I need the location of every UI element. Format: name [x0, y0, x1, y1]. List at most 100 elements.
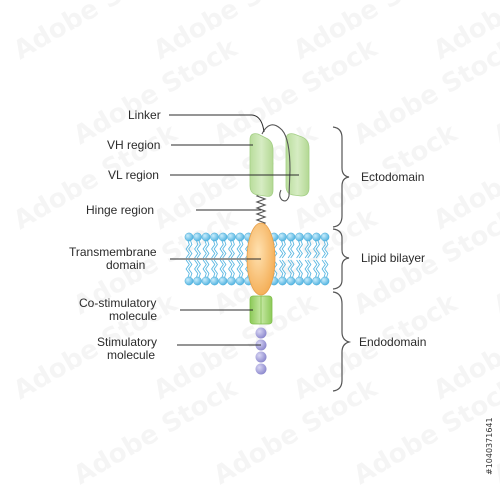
lipid-tail: [228, 239, 233, 259]
lipid-head: [193, 232, 202, 242]
lipid-tail: [194, 239, 199, 259]
lipid-tail: [304, 259, 309, 279]
region-endodomain: Endodomain: [359, 335, 426, 349]
leader-lines: [169, 114, 299, 346]
vh-region-shape: [249, 133, 274, 197]
lipid-head: [227, 232, 236, 242]
lipid-head: [210, 276, 219, 286]
lipid-head: [210, 232, 219, 242]
lipid-tail: [236, 239, 241, 259]
stimulatory-molecule-beads: [255, 327, 267, 375]
linker-leader: [169, 114, 265, 133]
label-vl-region: VL region: [108, 168, 159, 182]
lipid-head: [320, 232, 330, 242]
lipid-head: [218, 276, 228, 286]
region-lipid-bilayer: Lipid bilayer: [361, 251, 425, 265]
bead: [255, 351, 267, 363]
lipid-tail: [296, 259, 301, 279]
lipid-tail: [315, 239, 320, 259]
lipid-tail: [315, 259, 320, 279]
lipid-tail: [213, 239, 218, 259]
lipid-tail: [279, 259, 284, 279]
lipid-tail: [194, 259, 199, 279]
lipid-tail: [279, 239, 284, 259]
lipid-tail: [219, 239, 224, 259]
ectodomain-brace: [332, 126, 350, 228]
lipid-head: [286, 276, 296, 286]
lipid-tail: [185, 239, 190, 259]
lipid-tail: [211, 259, 216, 279]
label-stim-1: Stimulatory: [97, 335, 157, 349]
lipid-tail: [196, 259, 201, 279]
lipid-bilayer-brace: [332, 228, 350, 290]
lipid-tail: [290, 239, 295, 259]
lipid-tail: [202, 239, 207, 259]
lipid-tail: [219, 259, 224, 279]
lipid-head: [295, 232, 304, 242]
label-linker: Linker: [128, 108, 161, 122]
lipid-tail: [296, 239, 301, 259]
lipid-head: [235, 276, 245, 286]
lipid-head: [184, 232, 194, 242]
lipid-head: [312, 232, 321, 242]
lipid-tail: [287, 259, 292, 279]
lipid-head: [184, 276, 194, 286]
label-hinge-region: Hinge region: [86, 203, 154, 217]
lipid-head: [320, 276, 330, 286]
label-costim-2: molecule: [109, 309, 157, 323]
lipid-head: [303, 232, 313, 242]
lipid-head: [295, 276, 304, 286]
lipid-tail: [211, 239, 216, 259]
lipid-head: [303, 276, 313, 286]
label-transmembrane-1: Transmembrane: [69, 245, 157, 259]
lipid-tail: [307, 239, 312, 259]
lipid-tail: [188, 259, 193, 279]
lipid-tail: [324, 259, 329, 279]
lipid-tail: [205, 259, 210, 279]
lipid-tail: [313, 239, 318, 259]
stock-id: #1040371641: [485, 417, 494, 475]
lipid-tail: [281, 239, 286, 259]
lipid-tail: [287, 239, 292, 259]
lipid-tail: [281, 259, 286, 279]
lipid-tail: [298, 239, 303, 259]
label-transmembrane-2: domain: [106, 258, 145, 272]
lipid-head: [227, 276, 236, 286]
lipid-head: [278, 276, 287, 286]
lipid-tail: [304, 239, 309, 259]
lipid-tail: [298, 259, 303, 279]
lipid-tail: [222, 259, 227, 279]
label-vh-region: VH region: [107, 138, 160, 152]
lipid-tail: [290, 259, 295, 279]
lipid-head: [201, 232, 211, 242]
lipid-tail: [313, 259, 318, 279]
lipid-head: [286, 232, 296, 242]
bead: [255, 363, 267, 375]
lipid-head: [218, 232, 228, 242]
lipid-tail: [230, 259, 235, 279]
lipid-tail: [213, 259, 218, 279]
lipid-tail: [321, 239, 326, 259]
lipid-tail: [222, 239, 227, 259]
bead: [255, 327, 267, 339]
lipid-tail: [188, 239, 193, 259]
lipid-tail: [228, 259, 233, 279]
label-costim-1: Co-stimulatory: [79, 296, 156, 310]
lipid-tail: [324, 239, 329, 259]
lipid-head: [312, 276, 321, 286]
region-ectodomain: Ectodomain: [361, 170, 424, 184]
lipid-tail: [307, 259, 312, 279]
lipid-head: [278, 232, 287, 242]
lipid-tail: [185, 259, 190, 279]
lipid-tail: [202, 259, 207, 279]
lipid-tail: [236, 259, 241, 279]
label-stim-2: molecule: [107, 348, 155, 362]
endodomain-brace: [332, 291, 352, 392]
lipid-tail: [230, 239, 235, 259]
lipid-tail: [239, 259, 244, 279]
lipid-tail: [196, 239, 201, 259]
lipid-tail: [321, 259, 326, 279]
lipid-tail: [205, 239, 210, 259]
